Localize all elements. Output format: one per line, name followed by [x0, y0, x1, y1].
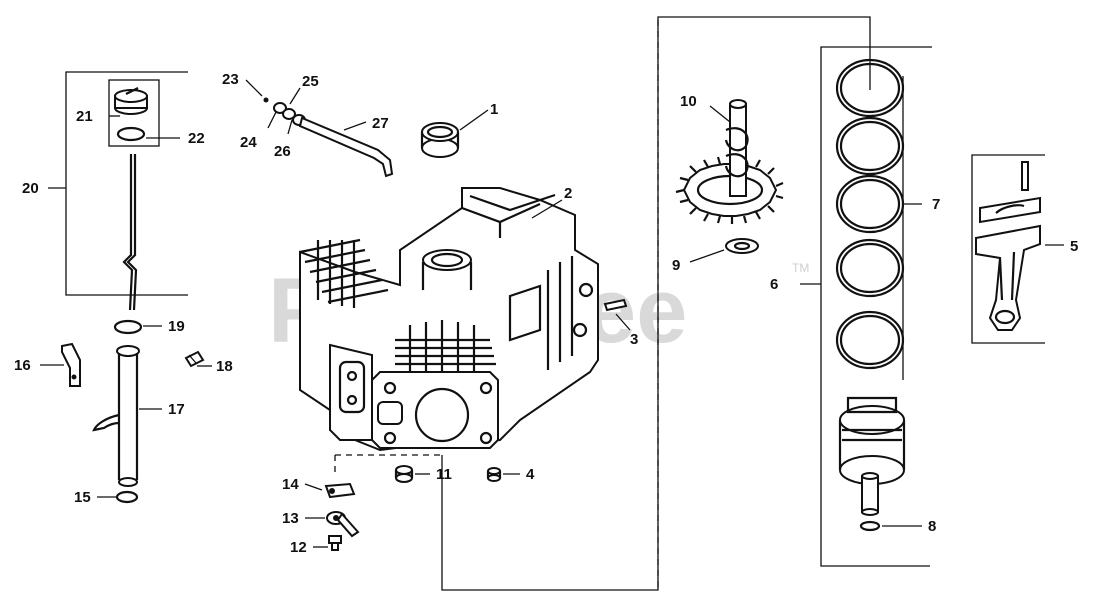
piston	[838, 396, 906, 485]
connecting-rod-group	[971, 154, 1064, 344]
watermark-trademark: TM	[792, 261, 809, 275]
callout-4: 4	[526, 466, 535, 483]
dipstick-group	[48, 71, 188, 311]
tube-bracket	[61, 342, 81, 387]
callout-7: 7	[932, 196, 940, 213]
callout-21: 21	[76, 108, 93, 125]
breather-group	[245, 79, 394, 178]
terminal-14	[304, 482, 356, 499]
callout-9: 9	[672, 257, 680, 274]
plug-11	[394, 465, 430, 483]
callout-6: 6	[770, 276, 778, 293]
cam-washer	[689, 238, 759, 263]
callout-12: 12	[290, 539, 307, 556]
callout-labels: 1 2 3 4 5 6 7 8 9 10 11 12 13 14 15 16 1…	[14, 71, 1078, 556]
callout-3: 3	[630, 331, 638, 348]
crankcase	[299, 187, 599, 452]
callout-19: 19	[168, 318, 185, 335]
piston-pin	[861, 472, 879, 516]
camshaft	[675, 99, 784, 224]
callout-24: 24	[240, 134, 257, 151]
dipstick-cap	[114, 87, 148, 115]
dipstick-rod	[122, 154, 134, 311]
tube-o-ring-top	[113, 319, 143, 335]
piston-pin-clip	[859, 520, 881, 532]
screw-12	[313, 535, 342, 551]
callout-27: 27	[372, 115, 389, 132]
terminal-13	[305, 511, 360, 538]
screw-18	[184, 350, 205, 368]
bushing	[420, 109, 489, 158]
tube-o-ring-bottom	[115, 490, 139, 504]
callout-14: 14	[282, 476, 299, 493]
callout-22: 22	[188, 130, 205, 147]
callout-8: 8	[928, 518, 936, 535]
piston-group	[800, 46, 932, 567]
breather-tube	[298, 116, 394, 178]
callout-1: 1	[490, 101, 498, 118]
piston-rings	[835, 58, 905, 370]
dipstick-o-ring	[116, 126, 146, 142]
dowel-pin	[603, 298, 631, 331]
callout-26: 26	[274, 143, 291, 160]
callout-25: 25	[302, 73, 319, 90]
callout-10: 10	[680, 93, 697, 110]
callout-15: 15	[74, 489, 91, 506]
callout-16: 16	[14, 357, 31, 374]
callout-18: 18	[216, 358, 233, 375]
plug-4	[486, 467, 520, 482]
callout-17: 17	[168, 401, 185, 418]
dipstick-tube-group	[40, 319, 212, 504]
dipstick-tube	[117, 353, 139, 480]
callout-13: 13	[282, 510, 299, 527]
callout-5: 5	[1070, 238, 1078, 255]
callout-2: 2	[564, 185, 572, 202]
callout-23: 23	[222, 71, 239, 88]
callout-11: 11	[436, 466, 452, 483]
callout-20: 20	[22, 180, 39, 197]
